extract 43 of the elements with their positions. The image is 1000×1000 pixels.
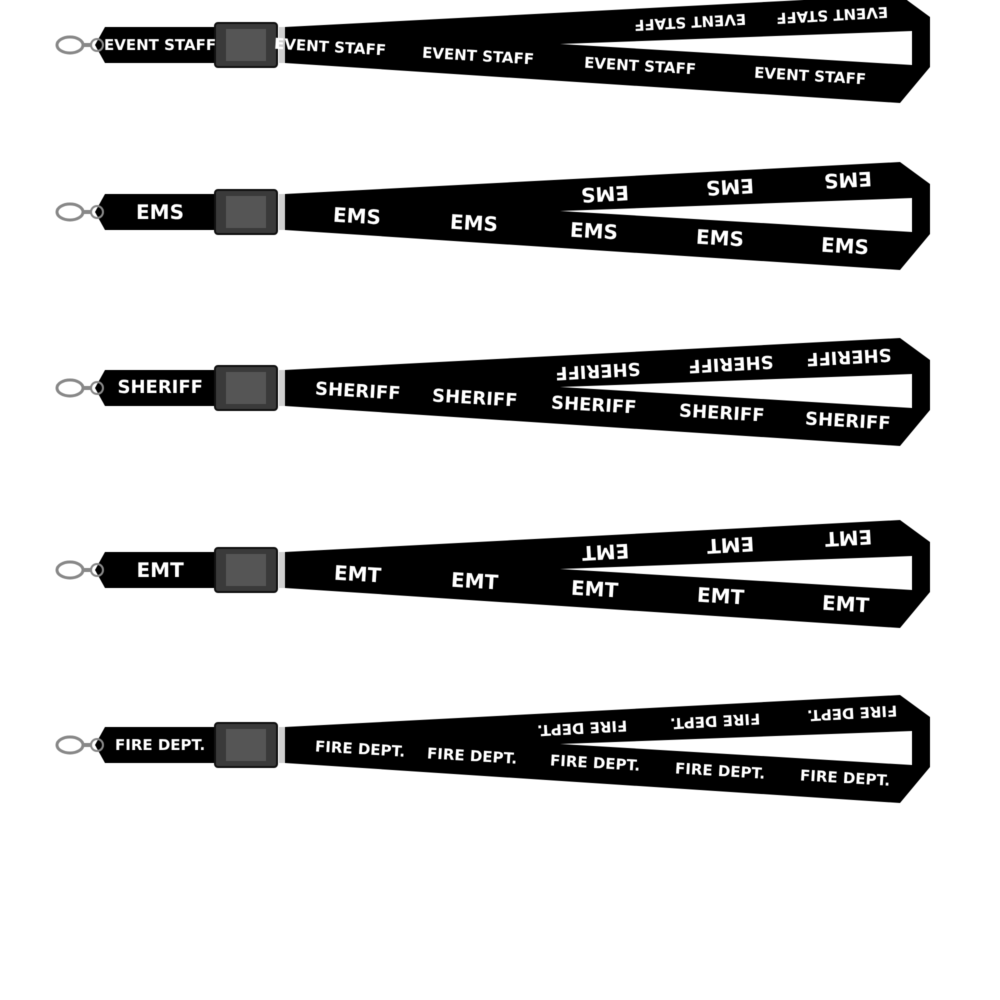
printed-text: EMS: [332, 204, 382, 228]
printed-text: FIRE DEPT.: [800, 768, 891, 789]
printed-text: FIRE DEPT.: [670, 710, 761, 730]
printed-text: EMS: [705, 175, 754, 198]
printed-text: EMS: [580, 182, 630, 205]
printed-text: EVENT STAFF: [634, 11, 746, 32]
printed-text: EVENT STAFF: [776, 3, 888, 25]
printed-text: EVENT STAFF: [754, 66, 866, 88]
printed-text: SHERIFF: [118, 379, 203, 397]
printed-text: EMT: [696, 584, 744, 608]
printed-text: EVENT STAFF: [104, 38, 216, 52]
printed-text: EVENT STAFF: [584, 55, 696, 78]
printed-text: SHERIFF: [804, 410, 890, 434]
printed-text: FIRE DEPT.: [536, 718, 628, 738]
printed-text: EMS: [820, 234, 870, 257]
printed-text: EMT: [570, 577, 618, 600]
printed-text: SHERIFF: [550, 394, 636, 418]
printed-text: EMT: [706, 533, 754, 556]
printed-text: SHERIFF: [554, 358, 640, 382]
printed-text: EMT: [580, 540, 630, 563]
printed-text: SHERIFF: [431, 388, 518, 411]
printed-text: EMS: [823, 168, 872, 192]
printed-text: EVENT STAFF: [274, 36, 386, 58]
printed-text: SHERIFF: [805, 344, 892, 368]
printed-text: SHERIFF: [678, 402, 764, 426]
printed-text: FIRE DEPT.: [806, 702, 898, 723]
printed-text: FIRE DEPT.: [314, 739, 406, 760]
printed-text: FIRE DEPT.: [115, 738, 206, 752]
printed-text: EVENT STAFF: [422, 46, 534, 68]
printed-text: SHERIFF: [687, 351, 774, 374]
printed-text: EMT: [824, 526, 872, 550]
printed-text: EMS: [136, 202, 184, 222]
printed-text: FIRE DEPT.: [426, 746, 518, 766]
printed-text: FIRE DEPT.: [674, 760, 766, 782]
printed-text: EMS: [569, 219, 619, 242]
printed-text: EMT: [136, 560, 184, 580]
printed-text: EMS: [449, 212, 499, 235]
printed-text: EMT: [820, 592, 870, 615]
printed-text: SHERIFF: [314, 380, 400, 404]
printed-text: EMT: [332, 562, 382, 586]
printed-text: FIRE DEPT.: [550, 753, 641, 774]
printed-text: EMS: [695, 226, 745, 250]
printed-text: EMT: [450, 570, 498, 593]
